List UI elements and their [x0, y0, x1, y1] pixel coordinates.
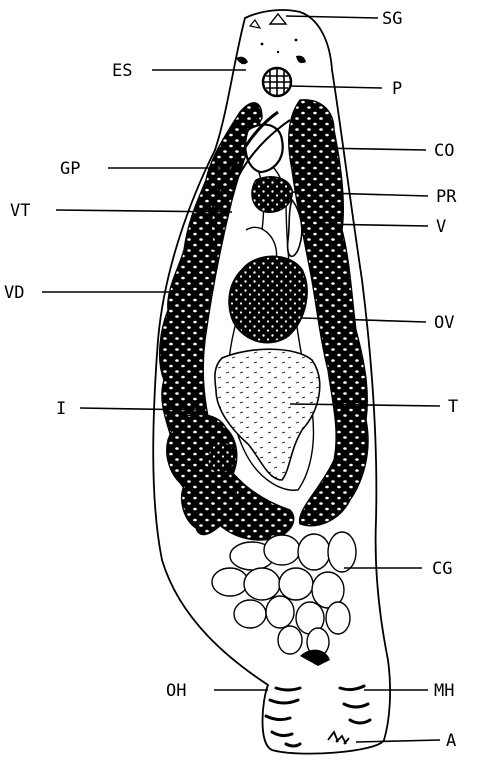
- label-CG: CG: [432, 559, 452, 579]
- label-OV: OV: [434, 313, 454, 333]
- label-A: A: [446, 731, 456, 751]
- head-dot: [277, 51, 279, 53]
- label-P: P: [392, 79, 402, 99]
- label-V: V: [436, 217, 446, 237]
- label-SG: SG: [382, 9, 402, 29]
- label-T: T: [448, 397, 458, 417]
- label-CO: CO: [434, 141, 454, 161]
- sucker-gland-2: [250, 20, 260, 28]
- label-PR: PR: [436, 187, 457, 207]
- label-ES: ES: [112, 61, 132, 81]
- eye-spot-left: [236, 57, 248, 65]
- prostate: [252, 177, 292, 212]
- label-OH: OH: [166, 681, 186, 701]
- intestine: [167, 414, 237, 534]
- cement-glands: [212, 532, 356, 656]
- cirrus-pouch: [245, 125, 282, 172]
- label-I: I: [56, 399, 66, 419]
- label-VT: VT: [10, 201, 30, 221]
- eye-spot-right: [296, 56, 306, 64]
- opisthaptor-hooks: [266, 686, 370, 746]
- sucker-gland: [270, 14, 286, 24]
- head-dot: [295, 39, 298, 42]
- label-GP: GP: [60, 159, 80, 179]
- head-dot: [261, 43, 264, 46]
- ovary: [229, 257, 307, 343]
- anchor-hooks: [328, 732, 349, 744]
- label-MH: MH: [434, 681, 454, 701]
- label-VD: VD: [4, 283, 24, 303]
- intestine-inner: [208, 442, 234, 472]
